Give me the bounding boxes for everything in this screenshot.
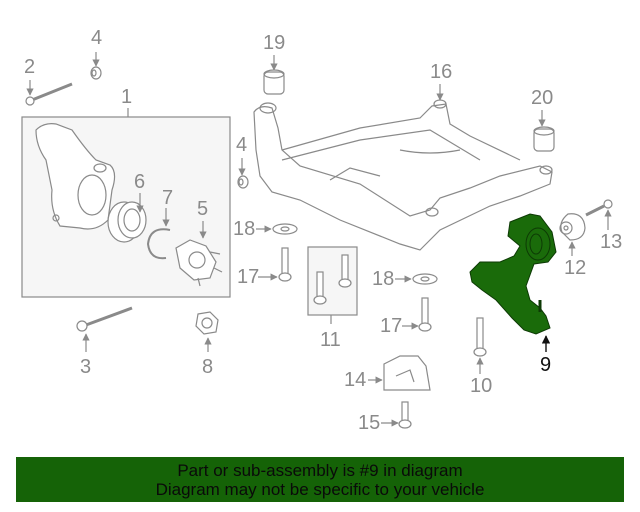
- callout-17a[interactable]: 17: [237, 266, 260, 288]
- front-crossmember: [253, 99, 553, 251]
- bolt-15: [398, 401, 412, 429]
- bolt-3: [76, 306, 133, 332]
- nut-4a: [90, 66, 102, 80]
- callout-14[interactable]: 14: [344, 369, 367, 391]
- washer-18b: [412, 273, 438, 285]
- bushing-12: [559, 213, 586, 241]
- banner-line-disclaimer: Diagram may not be specific to your vehi…: [155, 480, 485, 499]
- callout-17b[interactable]: 17: [380, 315, 403, 337]
- callout-9[interactable]: 9: [540, 354, 552, 376]
- callout-16[interactable]: 16: [430, 61, 453, 83]
- callout-4a[interactable]: 4: [91, 27, 103, 49]
- banner-line-part: Part or sub-assembly is #9 in diagram: [177, 461, 463, 480]
- lower-control-arm-highlight: [469, 213, 557, 335]
- info-banner: Part or sub-assembly is #9 in diagram Di…: [16, 457, 624, 502]
- callout-7[interactable]: 7: [162, 187, 174, 209]
- bolt-17a: [278, 247, 292, 282]
- washer-18a: [272, 223, 298, 235]
- bolt-10: [473, 317, 487, 357]
- bolt-13: [585, 199, 613, 217]
- nut-4b: [237, 175, 249, 189]
- callout-1[interactable]: 1: [121, 86, 133, 108]
- callout-13[interactable]: 13: [600, 231, 623, 253]
- callout-5[interactable]: 5: [197, 198, 209, 220]
- callout-3[interactable]: 3: [80, 356, 92, 378]
- callout-18a[interactable]: 18: [233, 218, 256, 240]
- wheel-bearing: [107, 201, 147, 243]
- wheel-hub: [175, 239, 223, 287]
- bolt-17b: [418, 297, 432, 332]
- snap-ring: [146, 228, 171, 260]
- callout-19[interactable]: 19: [263, 32, 286, 54]
- steering-knuckle: [35, 123, 116, 230]
- callout-12[interactable]: 12: [564, 257, 587, 279]
- bushing-19: [263, 69, 285, 95]
- callout-8[interactable]: 8: [202, 356, 214, 378]
- callout-10[interactable]: 10: [470, 375, 493, 397]
- bolt-2: [25, 82, 73, 106]
- callout-2[interactable]: 2: [24, 56, 36, 78]
- callout-20[interactable]: 20: [531, 87, 554, 109]
- bushing-20: [533, 126, 555, 152]
- callout-11[interactable]: 11: [320, 329, 341, 351]
- nut-8: [195, 311, 219, 335]
- callout-4b[interactable]: 4: [236, 134, 248, 156]
- bolt-kit-bolts: [313, 254, 352, 305]
- bracket-14: [383, 355, 431, 391]
- callout-18b[interactable]: 18: [372, 268, 395, 290]
- callout-15[interactable]: 15: [358, 412, 381, 434]
- callout-6[interactable]: 6: [134, 171, 146, 193]
